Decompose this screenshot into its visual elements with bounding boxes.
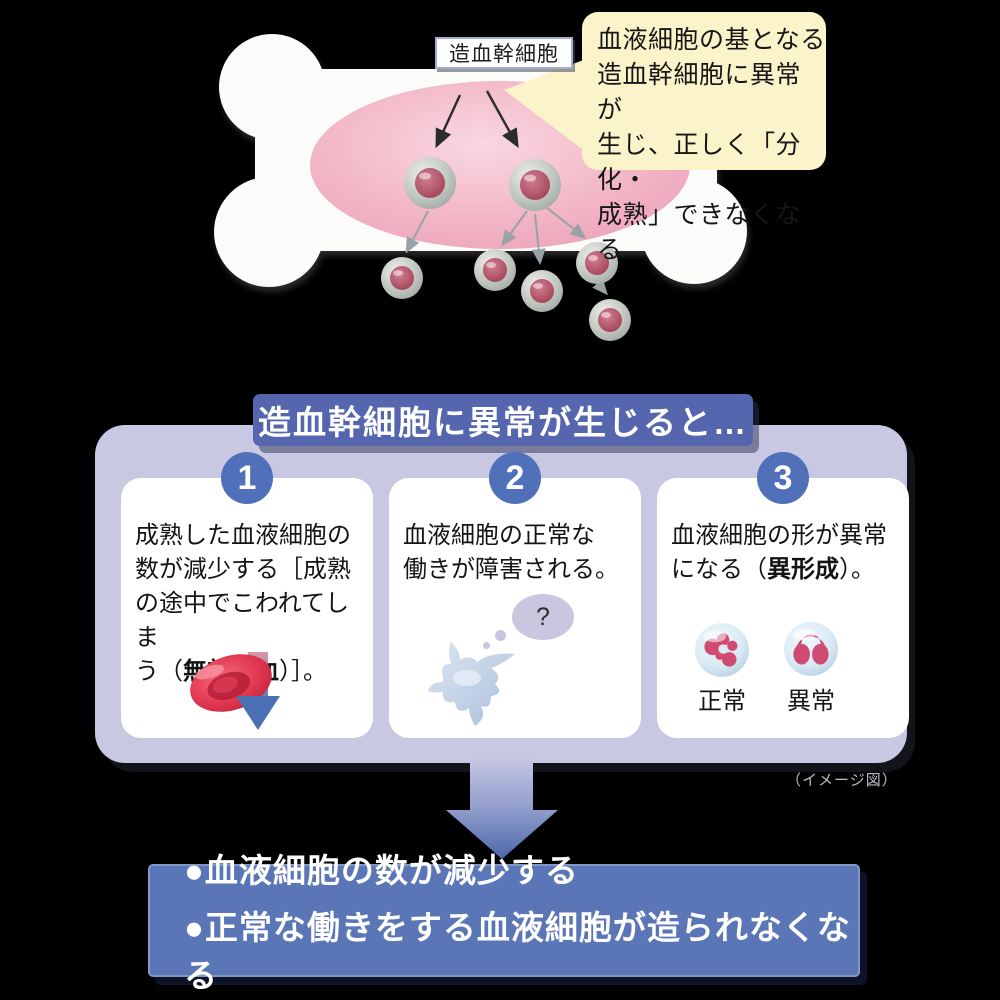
normal-wbc-icon — [695, 623, 749, 677]
speech-bubble-tail — [504, 56, 594, 158]
panel-1-line-pre: う（ — [135, 658, 183, 685]
differentiation-arrows — [405, 207, 608, 296]
panel-2-number-badge: 2 — [489, 452, 541, 504]
big-down-arrow — [446, 757, 558, 859]
image-note: （イメージ図） — [786, 772, 898, 789]
speech-bubble: 血液細胞の基となる 造血幹細胞に異常が 生じ、正しく「分化・ 成熟」できなくなる — [582, 12, 826, 264]
differentiated-cells — [381, 242, 631, 341]
panel-1-text: 成熟した血液細胞の 数が減少する［成熟 の途中でこわれてしま う（無効造血）］。 — [135, 519, 363, 689]
normal-cell-label: 正常 — [698, 688, 746, 715]
panel-1-line-post: ）］。 — [279, 658, 327, 685]
conclusion-box: ●血液細胞の数が減少する ●正常な働きをする血液細胞が造られなくなる — [148, 852, 860, 994]
panel-1-line: 数が減少する［成熟 — [135, 556, 351, 583]
conclusion-line: ●正常な働きをする血液細胞が造られなくなる — [184, 909, 851, 994]
panel-2: 血液細胞の正常な 働きが障害される。 ? — [389, 478, 641, 738]
red-blood-cell-icon — [190, 652, 280, 730]
panel-3-line-pre: になる（ — [671, 556, 767, 583]
panel-1: 成熟した血液細胞の 数が減少する［成熟 の途中でこわれてしま う（無効造血）］。 — [121, 478, 373, 738]
panel-3-line-bold: 異形成 — [767, 556, 839, 583]
panel-2-line: 働きが障害される。 — [403, 556, 619, 583]
stem-cell-label: 造血幹細胞 — [435, 37, 573, 69]
panel-2-text: 血液細胞の正常な 働きが障害される。 — [403, 519, 631, 587]
stem-cell-2 — [509, 159, 561, 211]
speech-bubble-line: 成熟」できなくなる — [597, 201, 802, 264]
panel-1-number-badge: 1 — [221, 452, 273, 504]
thought-dot — [495, 630, 506, 641]
panel-3-number-badge: 3 — [757, 452, 809, 504]
stem-cell-1 — [404, 157, 456, 209]
label-arrows — [435, 90, 519, 149]
abnormal-wbc-icon — [784, 622, 838, 676]
abnormal-cell-icon — [428, 642, 515, 726]
abnormal-cell-label: 異常 — [787, 688, 835, 715]
panel-3-line: 血液細胞の形が異常 — [671, 522, 887, 549]
speech-bubble-line: 生じ、正しく「分化・ — [597, 131, 802, 194]
thought-dot — [483, 642, 490, 649]
panel-3-line-post: ）。 — [839, 556, 875, 583]
panel-2-line: 血液細胞の正常な — [403, 522, 595, 549]
question-mark: ? — [536, 602, 550, 631]
panel-3-line: になる（異形成）。 — [671, 553, 899, 587]
speech-bubble-line: 造血幹細胞に異常が — [597, 61, 802, 124]
down-arrow-head — [236, 696, 280, 730]
thought-bubble: ? — [512, 594, 574, 640]
panel-3-text: 血液細胞の形が異常 になる（異形成）。 — [671, 519, 899, 587]
speech-bubble-line: 血液細胞の基となる — [597, 26, 826, 54]
panel-3: 血液細胞の形が異常 になる（異形成）。 — [657, 478, 909, 738]
panel-1-line: 成熟した血液細胞の — [135, 522, 351, 549]
panel-1-line: の途中でこわれてしま — [135, 590, 350, 651]
conclusion-line: ●血液細胞の数が減少する — [184, 852, 579, 889]
flow-header: 造血幹細胞に異常が生じると… — [253, 394, 753, 446]
